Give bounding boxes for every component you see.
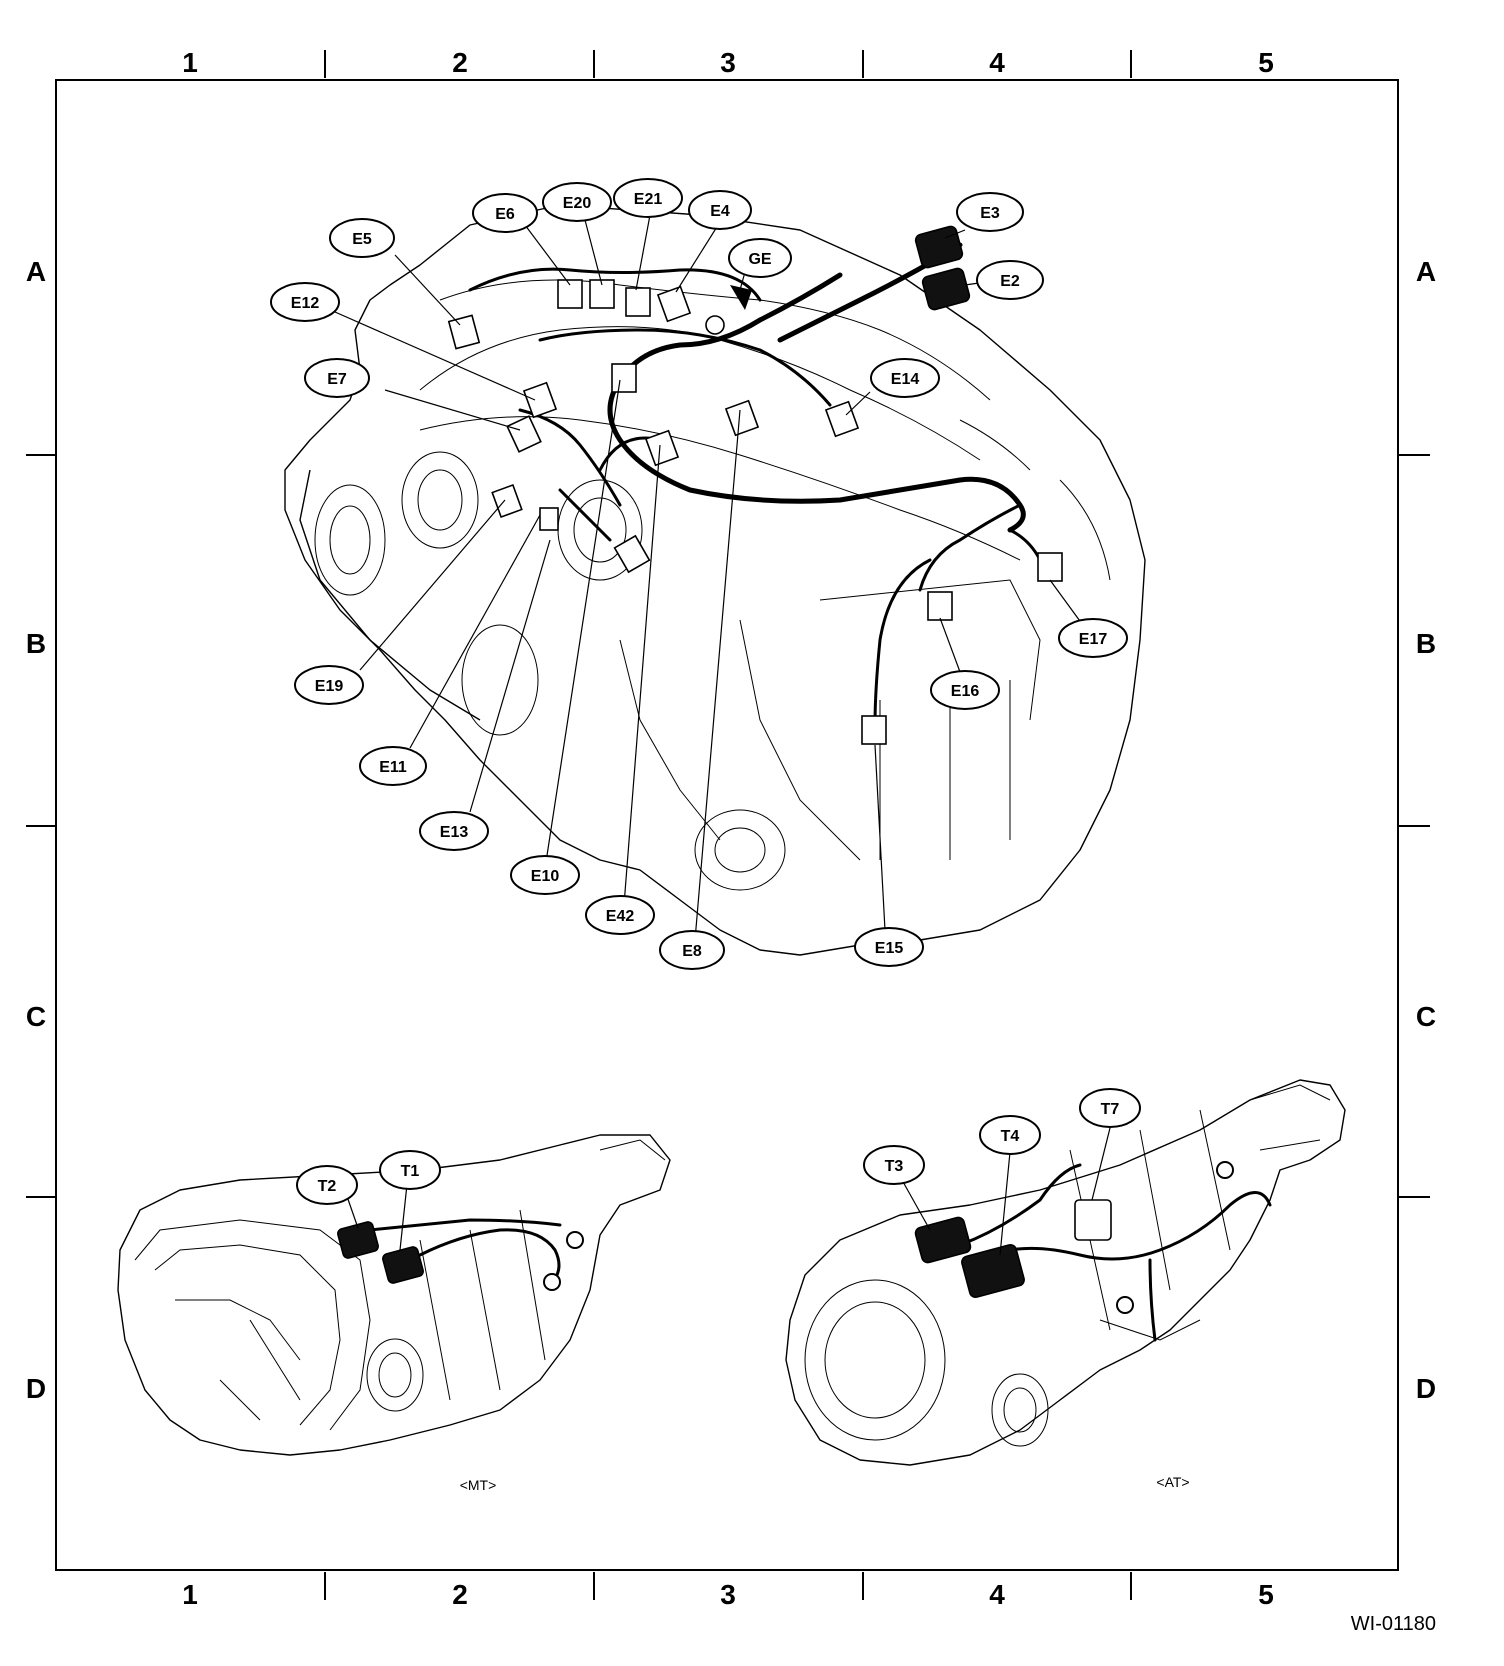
svg-text:E2: E2 <box>1000 273 1020 290</box>
svg-text:E12: E12 <box>291 295 320 312</box>
svg-text:E3: E3 <box>980 205 1000 222</box>
callout-e4: E4 <box>688 190 752 230</box>
row-label: B <box>26 628 46 659</box>
figure-id: WI-01180 <box>1351 1613 1436 1635</box>
svg-text:E16: E16 <box>951 683 980 700</box>
callout-e15: E15 <box>854 927 924 967</box>
diagram-frame <box>55 79 1399 1571</box>
svg-text:E14: E14 <box>891 371 920 388</box>
svg-text:E10: E10 <box>531 868 560 885</box>
svg-text:E19: E19 <box>315 678 344 695</box>
callout-t3: T3 <box>863 1145 925 1185</box>
at-transmission-illustration <box>785 1079 1346 1466</box>
callout-e20: E20 <box>542 182 612 222</box>
callout-t7: T7 <box>1079 1088 1141 1128</box>
mt-caption: <MT> <box>460 1477 497 1493</box>
row-label: A <box>1416 256 1436 287</box>
svg-text:E5: E5 <box>352 231 372 248</box>
row-label: C <box>1416 1001 1436 1032</box>
svg-text:E6: E6 <box>495 206 515 223</box>
callout-e12: E12 <box>270 282 340 322</box>
svg-text:T3: T3 <box>885 1158 904 1175</box>
column-label: 2 <box>452 47 468 78</box>
callout-e7: E7 <box>304 358 370 398</box>
callout-e13: E13 <box>419 811 489 851</box>
callout-e14: E14 <box>870 358 940 398</box>
row-label: C <box>26 1001 46 1032</box>
column-label: 4 <box>989 1579 1005 1610</box>
engine-callouts: E2 E3 E4 E5 E6 E7 E8 E10 E11 E12 E13 E14… <box>270 178 1128 970</box>
row-labels-right: A B C D <box>1416 256 1436 1404</box>
callout-e19: E19 <box>294 665 364 705</box>
callout-ge: GE <box>728 238 792 278</box>
engine-illustration <box>284 204 1146 956</box>
svg-text:E20: E20 <box>563 195 592 212</box>
svg-text:E42: E42 <box>606 908 635 925</box>
svg-text:GE: GE <box>748 251 771 268</box>
svg-text:T7: T7 <box>1101 1101 1120 1118</box>
callout-e42: E42 <box>585 895 655 935</box>
callout-e10: E10 <box>510 855 580 895</box>
svg-text:E13: E13 <box>440 824 469 841</box>
callout-e2: E2 <box>976 260 1044 300</box>
row-label: D <box>1416 1373 1436 1404</box>
svg-text:E4: E4 <box>710 203 730 220</box>
column-label: 5 <box>1258 1579 1274 1610</box>
svg-text:T1: T1 <box>401 1163 420 1180</box>
row-labels-left: A B C D <box>26 256 46 1404</box>
column-labels-bottom: 1 2 3 4 5 <box>182 1579 1274 1610</box>
callout-e5: E5 <box>329 218 395 258</box>
svg-text:T4: T4 <box>1001 1128 1020 1145</box>
mt-callouts: T1 T2 <box>296 1150 441 1205</box>
at-callouts: T3 T4 T7 <box>863 1088 1141 1185</box>
row-label: B <box>1416 628 1436 659</box>
column-label: 5 <box>1258 47 1274 78</box>
at-caption: <AT> <box>1156 1474 1189 1490</box>
row-label: A <box>26 256 46 287</box>
svg-text:E7: E7 <box>327 371 347 388</box>
callout-e21: E21 <box>613 178 683 218</box>
row-label: D <box>26 1373 46 1404</box>
callout-e6: E6 <box>472 193 538 233</box>
callout-t1: T1 <box>379 1150 441 1190</box>
svg-text:T2: T2 <box>318 1178 337 1195</box>
leader-lines <box>334 214 1086 941</box>
grid-ticks <box>26 50 1430 1600</box>
column-labels-top: 1 2 3 4 5 <box>182 47 1274 78</box>
svg-text:E15: E15 <box>875 940 904 957</box>
mt-transmission-illustration <box>117 1134 671 1456</box>
callout-e16: E16 <box>930 670 1000 710</box>
callout-t4: T4 <box>979 1115 1041 1155</box>
svg-text:E11: E11 <box>379 759 407 776</box>
column-label: 1 <box>182 1579 198 1610</box>
column-label: 2 <box>452 1579 468 1610</box>
column-label: 3 <box>720 1579 736 1610</box>
column-label: 3 <box>720 47 736 78</box>
column-label: 4 <box>989 47 1005 78</box>
callout-e3: E3 <box>956 192 1024 232</box>
svg-text:E8: E8 <box>682 943 702 960</box>
column-label: 1 <box>182 47 198 78</box>
callout-e8: E8 <box>659 930 725 970</box>
svg-text:E21: E21 <box>634 191 663 208</box>
callout-e17: E17 <box>1058 618 1128 658</box>
callout-e11: E11 <box>359 746 427 786</box>
svg-text:E17: E17 <box>1079 631 1108 648</box>
callout-t2: T2 <box>296 1165 358 1205</box>
